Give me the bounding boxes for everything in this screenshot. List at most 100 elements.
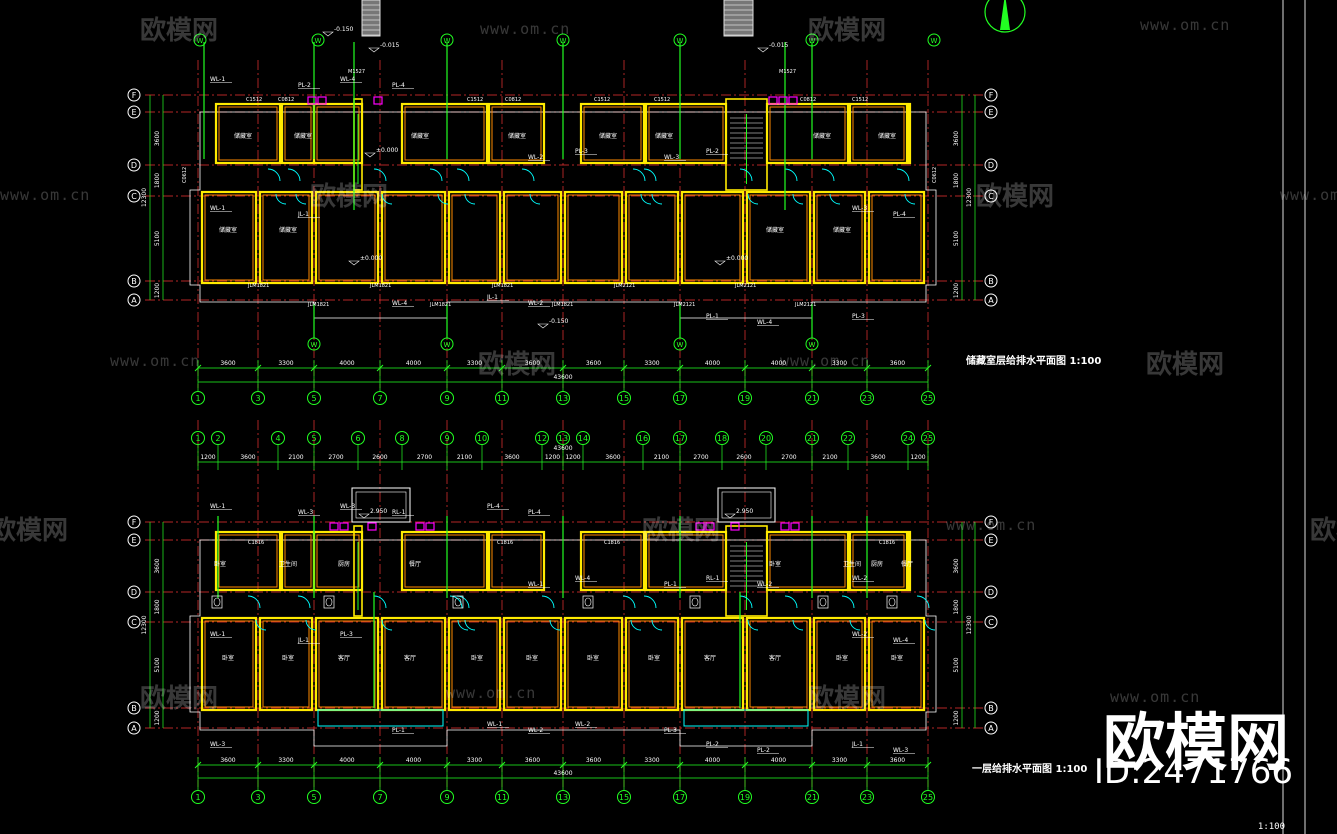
row-axis-bubble <box>984 515 998 529</box>
basin-fixture <box>454 597 462 607</box>
room-wall <box>214 530 282 592</box>
grid-number: 10 <box>477 434 487 443</box>
grid-bubble <box>440 431 454 445</box>
grid-bubble <box>576 431 590 445</box>
door-swing <box>792 193 804 205</box>
pipe-tag: WL-2 <box>575 721 590 728</box>
grid-number: 24 <box>903 434 913 443</box>
dimension-tick <box>498 364 506 372</box>
grid-bubble <box>715 431 729 445</box>
grid-number: 23 <box>862 793 872 802</box>
total-dimension: 43600 <box>553 770 572 777</box>
grid-number: 9 <box>444 394 449 403</box>
row-axis-bubble <box>984 105 998 119</box>
window-tag: C1816 <box>248 540 264 546</box>
grid-bubble <box>805 391 819 405</box>
room-wall <box>867 190 926 285</box>
grid-number: 15 <box>619 793 629 802</box>
toilet-fixture <box>211 595 223 609</box>
room-label: 储藏室 <box>294 132 312 140</box>
room-wall-inner <box>816 620 863 708</box>
riser-box <box>695 522 705 531</box>
riser-box <box>788 96 798 105</box>
room-label: 储藏室 <box>655 132 673 140</box>
grid-bubble <box>495 790 509 804</box>
door-swing <box>529 193 541 205</box>
room-label: 卧室 <box>222 654 234 662</box>
room-label: 餐厅 <box>901 560 913 568</box>
riser-box <box>790 522 800 531</box>
dimension-value: 1200 <box>154 283 161 298</box>
room-wall <box>380 190 447 285</box>
grid-number: 11 <box>497 793 507 802</box>
room-wall-inner <box>218 534 278 588</box>
room-wall-inner <box>648 106 724 161</box>
pipe-tag: WL-1 <box>487 721 502 728</box>
grid-number: 22 <box>843 434 853 443</box>
door-swing <box>651 193 663 205</box>
pipe-tag: RL-1 <box>392 509 406 516</box>
row-axis-label: B <box>131 277 137 286</box>
room-wall-inner <box>871 194 922 281</box>
room-wall <box>200 616 258 712</box>
dimension-value: 5100 <box>154 657 161 672</box>
canopy-inner <box>721 491 772 519</box>
riser-box <box>317 96 327 105</box>
window-tag: C0812 <box>800 97 816 103</box>
door-swing <box>896 168 910 182</box>
dimension-value: 1800 <box>953 599 960 614</box>
door-swing <box>449 595 463 609</box>
room-label: 卧室 <box>526 654 538 662</box>
grid-number: 25 <box>923 793 933 802</box>
row-axis-bubble <box>127 293 141 307</box>
well-circle-icon <box>311 33 325 47</box>
grid-number: 3 <box>255 793 260 802</box>
room-label: 卫生间 <box>843 560 861 568</box>
grid-number: 20 <box>761 434 771 443</box>
dimension-value: 1800 <box>953 173 960 188</box>
pipe-tag: WL-3 <box>664 154 679 161</box>
grid-bubble <box>535 431 549 445</box>
room-wall <box>812 190 867 285</box>
grid-number: 18 <box>717 434 727 443</box>
pipe-tag: PL-3 <box>340 631 353 638</box>
well-circle-icon <box>440 337 454 351</box>
dimension-value: 2700 <box>781 454 796 461</box>
entrance-canopy <box>723 0 754 37</box>
dimension-value: 3600 <box>220 757 235 764</box>
room-wall <box>447 616 502 712</box>
dimension-tick <box>194 364 202 372</box>
well-label: W <box>809 37 816 45</box>
pipe-tag: WL-4 <box>575 575 590 582</box>
row-axis-bubble <box>127 615 141 629</box>
dimension-value: 1200 <box>154 710 161 725</box>
door-swing <box>437 193 449 205</box>
room-label: 储藏室 <box>279 226 297 234</box>
well-label: W <box>677 341 684 349</box>
door-swing <box>622 595 636 609</box>
grid-number: 5 <box>311 434 316 443</box>
grid-bubble <box>759 431 773 445</box>
row-axis-label: C <box>131 618 137 627</box>
row-axis-label: C <box>988 192 994 201</box>
room-label: 储藏室 <box>411 132 429 140</box>
grid-number: 1 <box>195 793 200 802</box>
row-axis-label: F <box>989 518 994 527</box>
pipe-tag: PL-1 <box>664 581 677 588</box>
row-axis-label: E <box>131 108 136 117</box>
row-axis-bubble <box>984 585 998 599</box>
row-axis-bubble <box>984 189 998 203</box>
dimension-tick <box>863 364 871 372</box>
row-axis-label: A <box>131 724 137 733</box>
room-wall-inner <box>852 106 905 161</box>
door-swing <box>381 193 393 205</box>
window-tag: C0612 <box>182 167 188 183</box>
dimension-value: 3600 <box>154 131 161 146</box>
balcony <box>683 709 809 727</box>
dimension-value: 1800 <box>154 173 161 188</box>
room-wall <box>258 616 314 712</box>
dimension-tick <box>741 364 749 372</box>
door-swing <box>739 168 753 182</box>
room-wall-inner <box>749 194 808 281</box>
grid-bubble <box>921 790 935 804</box>
